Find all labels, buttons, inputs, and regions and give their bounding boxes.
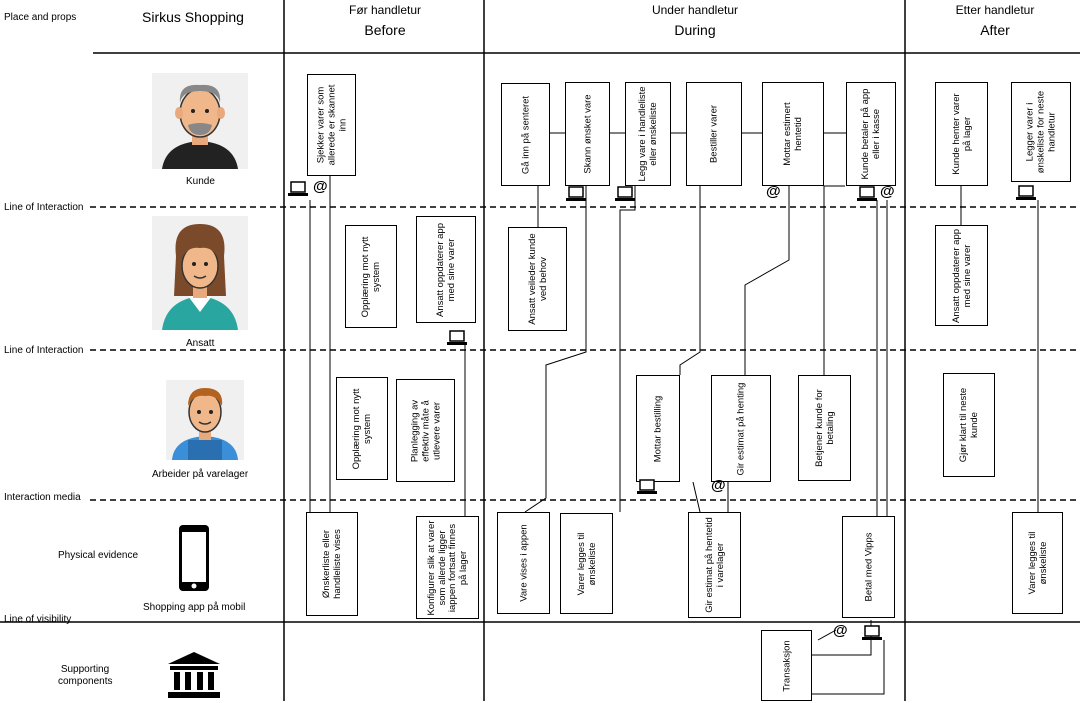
actor-mobil-label: Shopping app på mobil [143, 602, 246, 613]
avatar-ansatt [152, 216, 248, 330]
box-text: Transaksjon [781, 639, 792, 692]
phase-before-en: Before [364, 22, 406, 38]
box-text: Legg vare i handleliste eller ønskeliste [637, 86, 659, 182]
phase-during-no: Under handletur [651, 3, 739, 17]
box-text: Betal med Vipps [863, 532, 874, 602]
email-icon: @ [766, 183, 781, 200]
laptop-icon [862, 624, 882, 647]
interaction-media-label: Interaction media [4, 492, 81, 503]
box-text: Sjekker varer som allerede er skannet in… [315, 84, 348, 166]
actor-arbeider-label: Arbeider på varelager [152, 469, 249, 480]
box-legger-varer: Legger varer i ønskeliste for neste hand… [1011, 82, 1071, 182]
box-text: Vare vises i appen [518, 524, 529, 602]
line-of-visibility-label: Line of visibility [4, 614, 72, 625]
worker-avatar-icon [172, 388, 238, 460]
laptop-icon [447, 329, 467, 352]
box-text: Gir estimat på hentetid i varelager [703, 517, 726, 613]
box-opplaering-arbeider: Opplæring mot nytt system [336, 377, 388, 480]
box-skann-vare: Skann ønsket vare [565, 82, 610, 186]
box-betjener-kunde: Betjener kunde for betaling [798, 375, 851, 481]
box-planlegging: Planlegging av effektiv måte å utlevere … [396, 379, 455, 482]
box-kunde-henter: Kunde henter varer på lager [935, 82, 988, 186]
box-text: Varer legges til ønskeliste [1026, 531, 1049, 595]
box-text: Planlegging av effektiv måte å utlevere … [409, 399, 442, 462]
box-kunde-betaler: Kunde betaler på app eller i kasse [846, 82, 896, 186]
actor-kunde-label: Kunde [186, 176, 215, 187]
app-title: Sirkus Shopping [142, 9, 244, 25]
box-onskeliste-vises: Ønskerliste eller handleliste vises [306, 512, 358, 616]
phase-before: Før handletur Before [290, 2, 480, 38]
box-gjor-klart: Gjør klart til neste kunde [943, 373, 995, 477]
box-text: Ansatt veileder kunde ved behov [526, 233, 549, 325]
box-text: Ønskerliste eller handleliste vises [321, 529, 343, 599]
box-legg-vare: Legg vare i handleliste eller ønskeliste [625, 82, 671, 186]
box-mottar-estimert: Mottar estimert hentetid [762, 82, 824, 186]
box-text: Mottar estimert hentetid [782, 102, 804, 166]
place-props-label: Place and props [4, 12, 77, 23]
smartphone-icon [178, 524, 210, 592]
laptop-icon [288, 180, 308, 203]
phase-during: Under handletur During [490, 2, 900, 38]
box-betal-vipps: Betal med Vipps [842, 516, 895, 618]
actor-ansatt-label: Ansatt [186, 338, 215, 349]
box-mottar-bestilling: Mottar bestilling [636, 375, 680, 482]
email-icon: @ [880, 183, 895, 200]
box-text: Opplæring mot nytt system [360, 236, 382, 317]
phase-after-en: After [980, 22, 1010, 38]
box-bestiller-varer: Bestiller varer [686, 82, 742, 186]
old-man-avatar-icon [162, 84, 238, 175]
woman-avatar-icon [162, 224, 238, 330]
box-gir-estimat-henting: Gir estimat på henting [711, 375, 771, 482]
phase-during-en: During [674, 22, 716, 38]
box-text: Legger varer i ønskeliste for neste hand… [1024, 90, 1058, 174]
supporting-components-label: Supporting components [58, 664, 113, 687]
box-text: Gå inn på senteret [520, 95, 531, 174]
laptop-icon [615, 185, 635, 208]
email-icon: @ [833, 622, 848, 639]
laptop-icon [1016, 184, 1036, 207]
avatar-arbeider [166, 380, 244, 460]
avatar-kunde [152, 73, 248, 175]
box-text: Varer legges til ønskeliste [575, 532, 598, 595]
line-of-interaction-2: Line of Interaction [4, 345, 84, 356]
box-varer-legges-after: Varer legges til ønskeliste [1012, 512, 1063, 614]
box-vare-vises: Vare vises i appen [497, 512, 550, 614]
box-text: Bestiller varer [708, 104, 720, 164]
phase-after: Etter handletur After [910, 2, 1080, 38]
box-gir-estimat-hentetid: Gir estimat på hentetid i varelager [688, 512, 741, 618]
email-icon: @ [313, 178, 328, 195]
box-ga-inn: Gå inn på senteret [501, 83, 550, 186]
box-text: Ansatt oppdaterer app med sine varer [435, 222, 457, 317]
box-text: Gir estimat på henting [735, 382, 747, 475]
phase-before-no: Før handletur [348, 3, 422, 17]
box-text: Opplæring mot nytt system [351, 388, 373, 469]
box-opplaering-ansatt: Opplæring mot nytt system [345, 225, 397, 328]
physical-evidence-label: Physical evidence [58, 550, 139, 561]
box-konfigurer: Konfigurer slik at varer som allerde lig… [416, 516, 479, 619]
box-text: Mottar bestilling [652, 395, 664, 462]
box-transaksjon: Transaksjon [761, 630, 812, 701]
bank-icon [168, 652, 220, 698]
laptop-icon [566, 185, 586, 208]
box-text: Gjør klart til neste kunde [958, 387, 980, 463]
box-sjekker-varer: Sjekker varer som allerede er skannet in… [307, 74, 356, 176]
box-text: Betjener kunde for betaling [813, 389, 836, 467]
box-ansatt-oppdaterer-after: Ansatt oppdaterer app med sine varer [935, 225, 988, 326]
box-ansatt-oppdaterer: Ansatt oppdaterer app med sine varer [416, 216, 476, 323]
laptop-icon [637, 478, 657, 501]
phase-after-no: Etter handletur [955, 3, 1035, 17]
box-text: Kunde betaler på app eller i kasse [860, 88, 882, 180]
box-text: Kunde henter varer på lager [950, 93, 973, 175]
box-varer-legges-onskeliste: Varer legges til ønskeliste [560, 513, 613, 614]
line-of-interaction-1: Line of Interaction [4, 202, 84, 213]
box-text: Konfigurer slik at varer som allerde lig… [425, 519, 469, 616]
email-icon: @ [711, 477, 726, 494]
box-text: Ansatt oppdaterer app med sine varer [950, 228, 973, 323]
box-text: Skann ønsket vare [582, 94, 593, 174]
box-ansatt-veileder: Ansatt veileder kunde ved behov [508, 227, 567, 331]
laptop-icon [857, 185, 877, 208]
